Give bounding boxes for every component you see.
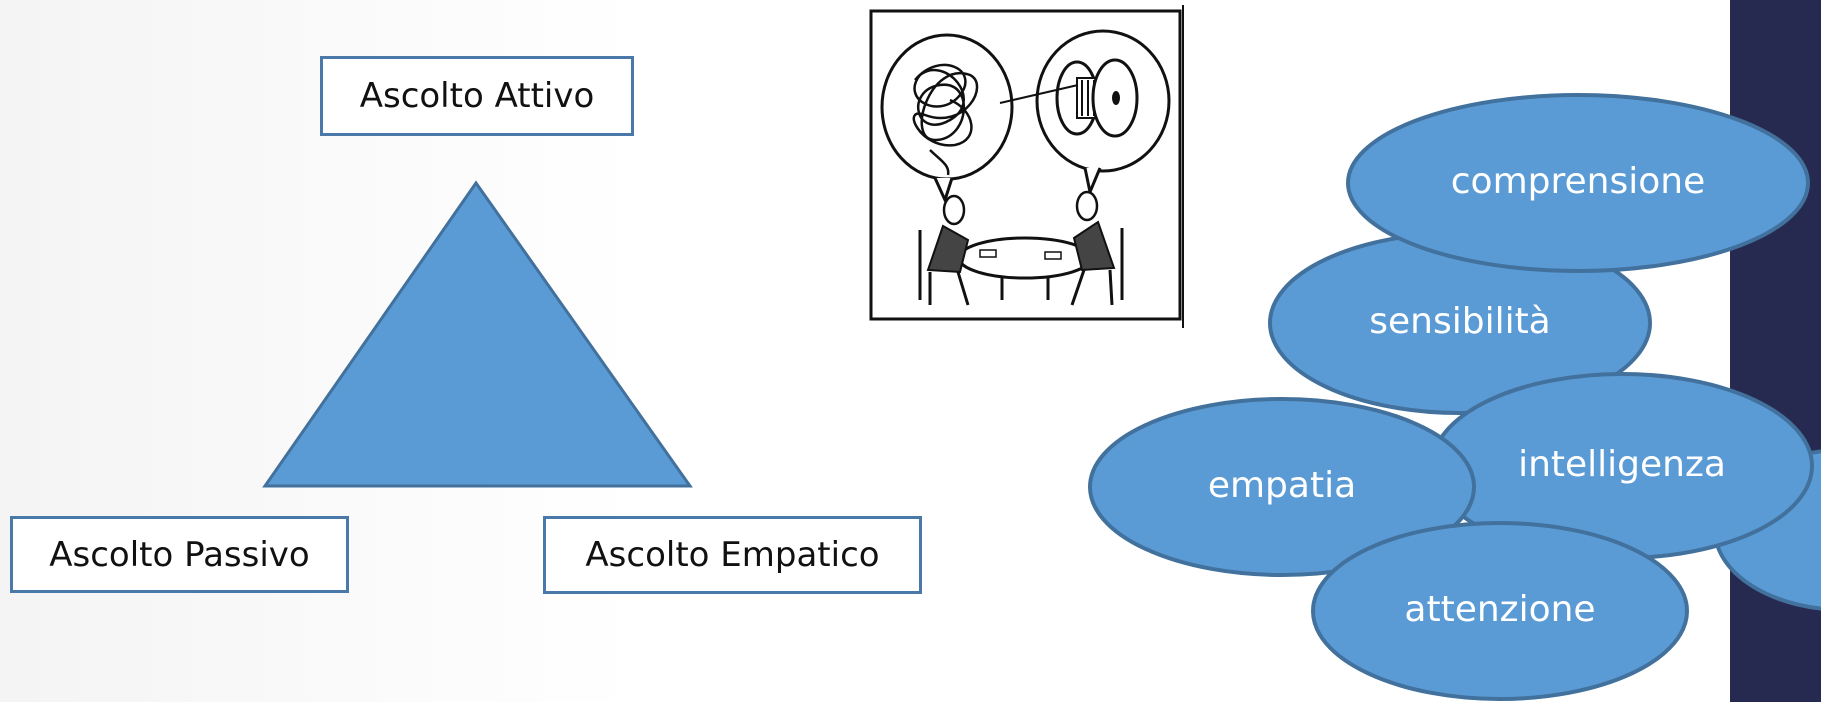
two-people-talking-icon [869, 5, 1184, 328]
ellipse-label: comprensione [1451, 161, 1705, 202]
ascolto-empatico-label: Ascolto Empatico [543, 516, 922, 594]
ascolto-attivo-label: Ascolto Attivo [320, 56, 634, 136]
ellipse-intelligenza: intelligenza [1430, 372, 1814, 560]
ellipse-sensibilita: sensibilità [1268, 231, 1652, 415]
triangle-shape [262, 180, 693, 488]
ellipse-label: empatia [1208, 465, 1356, 506]
ellipse-empatia: empatia [1088, 397, 1476, 577]
ellipse-attenzione: attenzione [1311, 521, 1689, 701]
ascolto-passivo-label: Ascolto Passivo [10, 516, 349, 593]
ellipse-label: intelligenza [1518, 444, 1726, 485]
ellipse-comprensione: comprensione [1346, 93, 1810, 273]
ellipse-label: sensibilità [1369, 301, 1551, 342]
ellipse-label: attenzione [1404, 589, 1595, 630]
